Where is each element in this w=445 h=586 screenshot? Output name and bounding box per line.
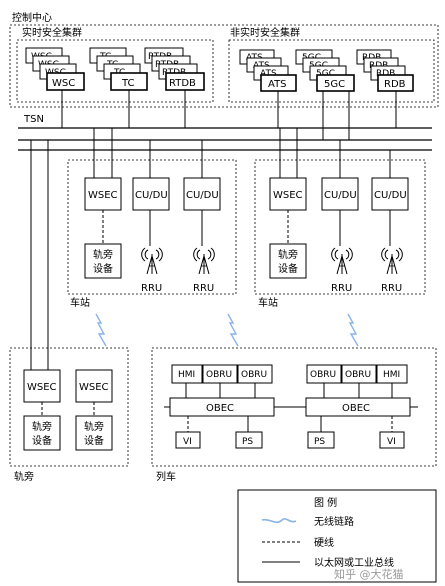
- tsn-bus-lines: [18, 127, 432, 151]
- ats-label-4: ATS: [268, 79, 287, 90]
- nonrealtime-cluster-title: 非实时安全集群: [230, 26, 300, 39]
- station-right-cudu1-label: CU/DU: [324, 190, 357, 201]
- trackside-box: [9, 347, 129, 467]
- station-left-cudu1-label: CU/DU: [135, 190, 168, 201]
- station-left-cudu2-label: CU/DU: [186, 190, 219, 201]
- trackside-wsec2-box: [75, 369, 113, 403]
- station-left-wsec-label: WSEC: [88, 190, 118, 201]
- trackside-uplinks: [30, 140, 49, 370]
- station-right-label: 车站: [258, 296, 278, 309]
- wsc-label-4: WSC: [52, 78, 75, 89]
- station-right-antenna1-icon: [331, 247, 353, 275]
- train-left-hmi-label: HMI: [178, 370, 195, 380]
- train-label: 列车: [156, 470, 176, 483]
- station-right-wsec-box: [269, 177, 307, 211]
- trackside-label: 轨旁: [14, 470, 34, 483]
- train-right-wires: [320, 383, 418, 432]
- rdb-server-stack: RDB RDB RDB RDB: [356, 49, 414, 92]
- legend-box: [237, 489, 437, 583]
- trackside-device1-line2: 设备: [32, 434, 52, 447]
- train-right-obec-label: OBEC: [342, 403, 370, 414]
- station-left-cudu1-box: [132, 177, 170, 211]
- trackside-device1-line1: 轨旁: [32, 420, 52, 433]
- realtime-cluster-box: [16, 39, 214, 103]
- station-right-rru2-label: RRU: [381, 283, 402, 294]
- rdb-label-4: RDB: [384, 79, 406, 90]
- station-right-cudu2-box: [371, 177, 409, 211]
- legend-title: 图 例: [314, 496, 337, 509]
- station-left-box: [67, 159, 237, 295]
- station-left-rru2-label: RRU: [193, 283, 214, 294]
- train-left-hmi-box: [171, 364, 203, 384]
- station-left-device-line1: 轨旁: [93, 248, 113, 261]
- station-right-device-box: [269, 243, 307, 279]
- tc-server-stack: TC TC TC TC: [89, 47, 148, 91]
- station-left-wsec-box: [84, 177, 122, 211]
- station-right-cudu2-label: CU/DU: [374, 190, 407, 201]
- wireless-link-icon-1: [95, 313, 107, 347]
- trackside-device2-line2: 设备: [84, 434, 104, 447]
- train-left-obru1-label: OBRU: [206, 370, 232, 380]
- wireless-link-icon-3: [347, 313, 359, 347]
- train-right-vi-label: VI: [387, 437, 396, 447]
- train-left-ps-box: [235, 431, 263, 449]
- trackside-device2-box: [75, 415, 113, 451]
- station-right-cudu1-box: [321, 177, 359, 211]
- control-center-uplinks: [61, 90, 397, 140]
- station-left-label: 车站: [70, 296, 90, 309]
- train-right-obru1-label: OBRU: [310, 370, 336, 380]
- rtdb-label-4: RTDB: [169, 78, 196, 89]
- nonrealtime-cluster-box: [228, 39, 435, 103]
- ats-server-stack: ATS ATS ATS ATS: [239, 49, 297, 92]
- tsn-label: TSN: [23, 114, 44, 125]
- legend-hardwire-label: 硬线: [314, 536, 334, 549]
- 5gc-label-3: 5GC: [316, 69, 335, 79]
- legend-wireless-label: 无线链路: [314, 515, 354, 528]
- tc-label-4: TC: [121, 78, 135, 89]
- control-center-title: 控制中心: [12, 11, 52, 24]
- train-box: [151, 347, 437, 467]
- station-left-antenna1-icon: [141, 247, 163, 275]
- legend-wireless-icon: [261, 518, 297, 524]
- realtime-cluster-title: 实时安全集群: [22, 26, 82, 39]
- station-left-wires: [93, 128, 203, 246]
- station-right-device-line2: 设备: [278, 262, 298, 275]
- station-left-device-box: [84, 243, 122, 279]
- trackside-device2-line1: 轨旁: [84, 420, 104, 433]
- trackside-wsec1-label: WSEC: [27, 382, 57, 393]
- control-center-box: [9, 24, 439, 108]
- train-left-obec-label: OBEC: [206, 403, 234, 414]
- train-left-vi-label: VI: [183, 437, 192, 447]
- station-right-device-line1: 轨旁: [278, 248, 298, 261]
- ats-label-3: ATS: [260, 69, 277, 79]
- train-right-obru2-label: OBRU: [345, 370, 371, 380]
- station-left-device-line2: 设备: [93, 262, 113, 275]
- watermark: 知乎 @大花猫: [334, 567, 404, 581]
- station-left-rru1-label: RRU: [141, 283, 162, 294]
- train-left-wires: [164, 383, 256, 432]
- legend-ethernet-label: 以太网或工业总线: [314, 556, 394, 569]
- trackside-wsec2-label: WSEC: [79, 382, 109, 393]
- train-right-ps-label: PS: [314, 437, 325, 447]
- rdb-label-3: RDB: [376, 69, 395, 79]
- station-right-antenna2-icon: [381, 247, 403, 275]
- wsc-server-stack: WSC WSC WSC WSC: [25, 47, 85, 91]
- rtdb-server-stack: RTDB RTDB RTDB RTDB: [144, 47, 205, 91]
- station-left-cudu2-box: [183, 177, 221, 211]
- station-left-antenna2-icon: [193, 247, 215, 275]
- station-right-wsec-label: WSEC: [273, 190, 303, 201]
- train-right-hmi-label: HMI: [383, 370, 400, 380]
- 5gc-server-stack: 5GC 5GC 5GC 5GC: [295, 49, 355, 92]
- train-left-obru2-label: OBRU: [241, 370, 267, 380]
- 5gc-label-4: 5GC: [324, 79, 345, 90]
- trackside-device1-box: [23, 415, 61, 451]
- train-left-ps-label: PS: [242, 437, 253, 447]
- station-right-rru1-label: RRU: [331, 283, 352, 294]
- wireless-link-icon-2: [227, 313, 239, 347]
- station-right-wires: [279, 128, 391, 246]
